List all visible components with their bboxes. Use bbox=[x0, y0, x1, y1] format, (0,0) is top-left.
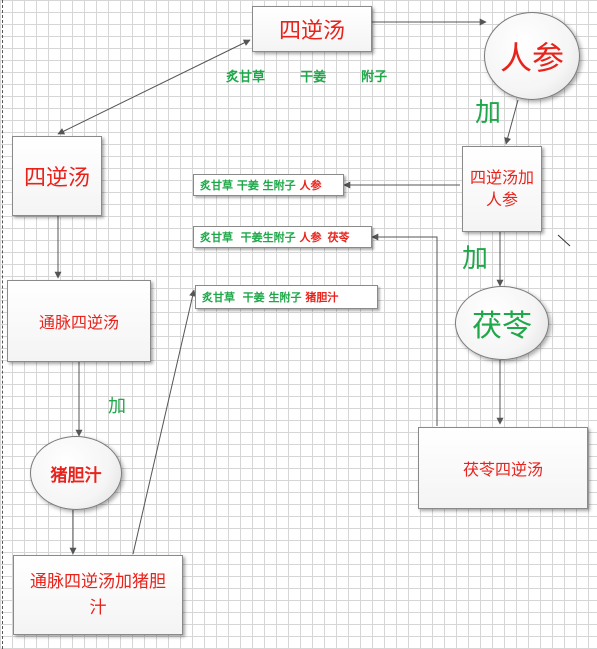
top-ingredient-1: 炙甘草 bbox=[226, 70, 266, 85]
node-fuling-label: 茯苓 bbox=[472, 309, 532, 344]
herb-box-1-green: 炙甘草 干姜 生附子 bbox=[200, 179, 300, 192]
node-sini-left-label: 四逆汤 bbox=[23, 166, 90, 191]
top-ingredient-3: 附子 bbox=[361, 70, 388, 85]
top-ingredients: 炙甘草 干姜 附子 bbox=[226, 66, 387, 85]
node-tongmai-zhudan[interactable]: 通脉四逆汤加猪胆汁 bbox=[13, 555, 183, 635]
node-zhudanzhi-label: 猪胆汁 bbox=[50, 465, 102, 486]
herb-box-3-green: 炙甘草 干姜 生附子 bbox=[202, 291, 306, 304]
herb-box-2-green: 炙甘草 干姜生附子 bbox=[200, 231, 300, 244]
node-fuling-sini-label: 茯苓四逆汤 bbox=[462, 460, 543, 479]
node-tongmai-zhudan-label: 通脉四逆汤加猪胆汁 bbox=[30, 572, 166, 618]
node-zhudanzhi[interactable]: 猪胆汁 bbox=[30, 436, 122, 510]
connector-tongmai-zhudan-to-box3 bbox=[132, 289, 196, 555]
node-sini-top[interactable]: 四逆汤 bbox=[252, 6, 372, 52]
connector-renshen-to-sini-renshen bbox=[504, 99, 519, 145]
node-renshen-label: 人参 bbox=[499, 39, 564, 77]
connector-fuling-sini-to-box2 bbox=[371, 233, 438, 426]
herb-box-2-red-1: 人参 bbox=[299, 231, 322, 244]
page-frame-left bbox=[2, 0, 3, 649]
herb-box-1: 炙甘草 干姜 生附子 人参 bbox=[193, 174, 344, 196]
node-sini-renshen[interactable]: 四逆汤加人参 bbox=[462, 146, 542, 232]
node-fuling[interactable]: 茯苓 bbox=[455, 286, 549, 360]
plus-label-fuling: 加 bbox=[462, 244, 489, 274]
node-renshen[interactable]: 人参 bbox=[484, 12, 580, 100]
herb-box-1-red: 人参 bbox=[299, 179, 322, 192]
node-tongmai[interactable]: 通脉四逆汤 bbox=[7, 280, 151, 362]
herb-box-3: 炙甘草 干姜 生附子 猪胆汁 bbox=[195, 285, 378, 309]
node-fuling-sini[interactable]: 茯苓四逆汤 bbox=[418, 427, 588, 509]
node-sini-renshen-label: 四逆汤加人参 bbox=[469, 168, 534, 209]
plus-label-zhudan: 加 bbox=[108, 396, 126, 417]
top-ingredient-2: 干姜 bbox=[300, 70, 327, 85]
connector-top-to-left bbox=[57, 39, 251, 135]
herb-box-2-red-2: 茯苓 bbox=[327, 231, 350, 244]
node-tongmai-label: 通脉四逆汤 bbox=[38, 313, 119, 332]
herb-box-3-red: 猪胆汁 bbox=[305, 291, 339, 304]
stray-stroke bbox=[557, 234, 571, 247]
plus-label-renshen: 加 bbox=[475, 98, 502, 128]
node-sini-left[interactable]: 四逆汤 bbox=[12, 136, 102, 216]
node-sini-top-label: 四逆汤 bbox=[278, 19, 345, 44]
herb-box-2: 炙甘草 干姜生附子 人参 茯苓 bbox=[193, 226, 372, 248]
